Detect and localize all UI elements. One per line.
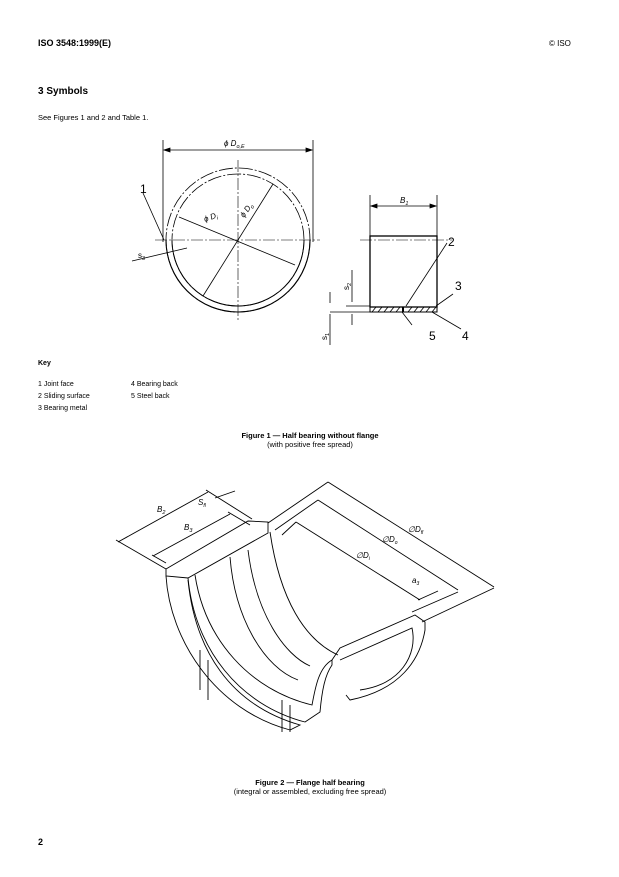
dim-d-o: ϕ Do bbox=[238, 201, 256, 220]
dim-d-fl: ∅Dfl bbox=[408, 525, 424, 536]
dim-b3: B3 bbox=[184, 523, 193, 534]
key-item: 4 Bearing back bbox=[131, 381, 178, 388]
callout-2: 2 bbox=[448, 235, 455, 249]
callout-3: 3 bbox=[455, 279, 462, 293]
figure-2-caption: Figure 2 — Flange half bearing bbox=[255, 778, 365, 787]
dim-d-o-fig2: ∅Do bbox=[382, 535, 398, 546]
dim-d-i: ϕ Di bbox=[203, 210, 220, 225]
key-item: 2 Sliding surface bbox=[38, 393, 90, 400]
section-title: 3 Symbols bbox=[38, 86, 89, 97]
figure-2-subcaption: (integral or assembled, excluding free s… bbox=[233, 787, 387, 796]
callout-4: 4 bbox=[462, 329, 469, 343]
key-item: 3 Bearing metal bbox=[38, 405, 88, 412]
dim-b2: B2 bbox=[157, 505, 165, 516]
callout-1: 1 bbox=[140, 182, 147, 196]
document-id: ISO 3548:1999(E) bbox=[38, 38, 112, 48]
dim-s1: s1 bbox=[320, 333, 331, 340]
dim-b1: B1 bbox=[400, 196, 408, 207]
callout-5: 5 bbox=[429, 329, 436, 343]
dim-d-oe: ϕ Do,E bbox=[224, 139, 245, 150]
dim-s2: s2 bbox=[342, 283, 353, 290]
figure-1-subcaption: (with positive free spread) bbox=[267, 440, 353, 449]
dim-s-fl: Sfl bbox=[198, 498, 207, 509]
figure-1-section-view bbox=[329, 195, 462, 345]
figure-1-circle-view bbox=[131, 140, 320, 322]
dim-a3: a3 bbox=[412, 576, 419, 587]
figure-2-drawing bbox=[115, 481, 495, 732]
key-item: 1 Joint face bbox=[38, 381, 74, 388]
page-number: 2 bbox=[38, 837, 44, 847]
dim-s3: s3 bbox=[138, 251, 145, 262]
section-intro: See Figures 1 and 2 and Table 1. bbox=[38, 113, 149, 122]
dim-d-i-fig2: ∅Di bbox=[356, 551, 371, 562]
key-title: Key bbox=[38, 360, 51, 367]
key-item: 5 Steel back bbox=[131, 393, 170, 400]
copyright: © ISO bbox=[549, 39, 571, 48]
figure-1-caption: Figure 1 — Half bearing without flange bbox=[241, 431, 379, 440]
